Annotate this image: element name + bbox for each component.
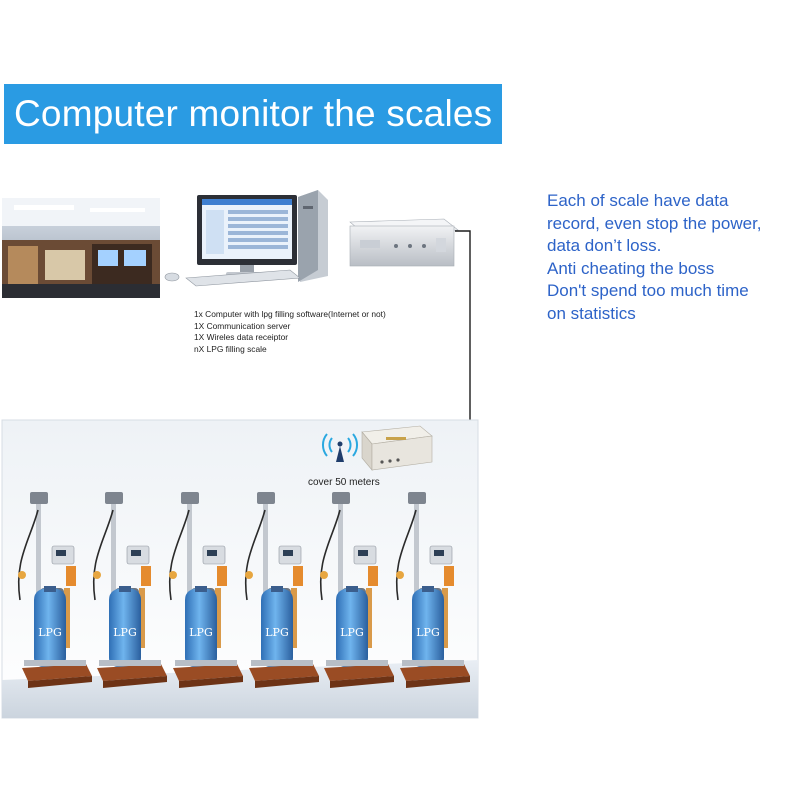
- lpg-filling-scale-icon: LPG: [18, 492, 92, 688]
- equipment-item: nX LPG filling scale: [194, 343, 267, 354]
- page-title: Computer monitor the scales: [14, 93, 493, 134]
- equipment-item: 1X Communication server: [194, 320, 291, 331]
- note-line: Anti cheating the boss: [547, 258, 715, 278]
- equipment-list: 1x Computer with lpg filling software(In…: [194, 309, 386, 355]
- note-line: record, even stop the power,: [547, 213, 762, 233]
- communication-server-icon: [349, 218, 459, 267]
- equipment-item: 1x Computer with lpg filling software(In…: [194, 309, 386, 319]
- note-line: Each of scale have data: [547, 191, 729, 210]
- note-line: on statistics: [547, 303, 636, 323]
- equipment-item: 1X Wireles data receiptor: [194, 332, 289, 343]
- cylinder-label: LPG: [38, 626, 62, 639]
- note-line: data don’t loss.: [547, 236, 662, 256]
- benefits-notes: Each of scale have data record, even sto…: [547, 190, 797, 326]
- data-receiver-icon: [361, 425, 433, 471]
- wireless-antenna-icon: [322, 433, 358, 462]
- office-photo: [2, 198, 160, 298]
- title-banner: Computer monitor the scales: [4, 84, 502, 144]
- note-line: Don't spend too much time: [547, 281, 749, 301]
- coverage-label: cover 50 meters: [308, 477, 380, 488]
- desktop-computer-icon: [164, 190, 328, 287]
